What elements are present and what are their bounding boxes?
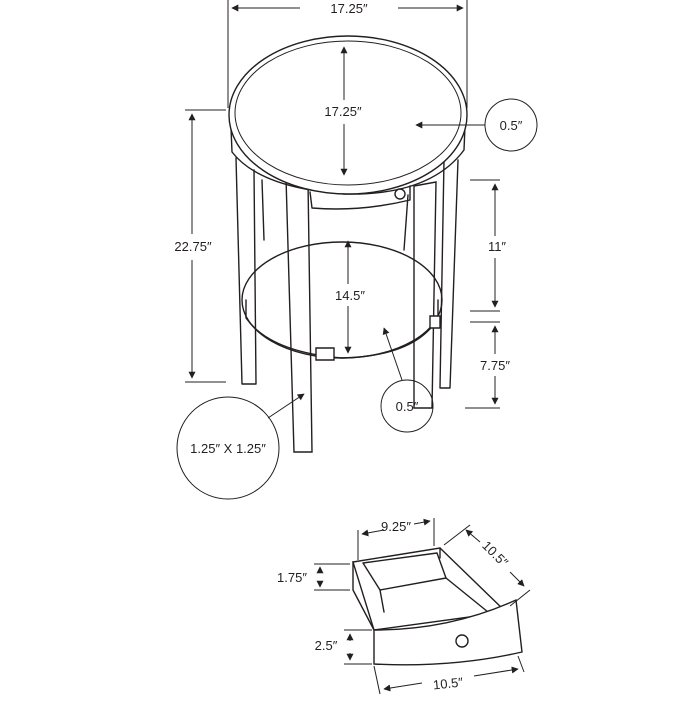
drawer-drawing (352, 547, 523, 666)
dimension-drawer-width-front: 10.5″ (373, 655, 525, 695)
label-leg-size: 1.25″ X 1.25″ (190, 441, 266, 456)
callout-leg-size: 1.25″ X 1.25″ (176, 393, 305, 500)
callout-shelf-thickness: 0.5″ (380, 327, 434, 433)
dimension-top-depth: 17.25″ (324, 46, 362, 176)
dimension-drawer-front-height: 2.5″ (315, 629, 372, 665)
dimension-total-height: 22.75″ (174, 109, 226, 383)
dimension-lower-height: 7.75″ (465, 321, 510, 409)
label-drawer-inner-height: 1.75″ (277, 570, 307, 585)
label-drawer-width-back: 9.25″ (381, 519, 411, 534)
label-shelf-clearance: 14.5″ (335, 288, 365, 303)
dimension-drawer-width-back: 9.25″ (357, 518, 435, 560)
label-shelf-thickness: 0.5″ (396, 399, 419, 414)
label-lower-height: 7.75″ (480, 358, 510, 373)
dimension-upper-height: 11″ (470, 179, 506, 312)
label-drawer-front-height: 2.5″ (315, 638, 338, 653)
side-table-drawing (228, 35, 468, 453)
dimension-drawer-inner-height: 1.75″ (277, 563, 350, 591)
label-upper-height: 11″ (488, 239, 506, 254)
label-top-thickness: 0.5″ (500, 118, 523, 133)
label-drawer-width-front: 10.5″ (432, 674, 464, 692)
label-top-width: 17.25″ (330, 1, 368, 16)
dimension-shelf-clearance: 14.5″ (335, 240, 365, 354)
label-total-height: 22.75″ (174, 239, 212, 254)
label-drawer-depth: 10.5″ (479, 538, 511, 570)
dimension-top-width: 17.25″ (227, 0, 468, 108)
label-top-depth: 17.25″ (324, 104, 362, 119)
callout-top-thickness: 0.5″ (415, 98, 538, 152)
